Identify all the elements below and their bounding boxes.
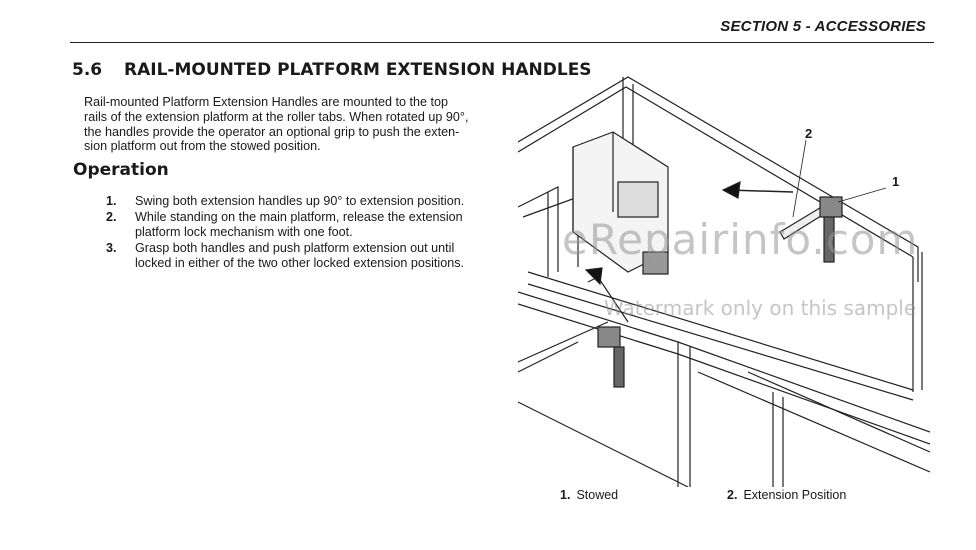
intro-line: the handles provide the operator an opti… xyxy=(84,124,460,139)
section-header: SECTION 5 - ACCESSORIES xyxy=(720,18,926,35)
section-number: 5.6 xyxy=(72,60,103,80)
step-number: 3. xyxy=(106,240,117,255)
watermark-site: eRepairinfo.com xyxy=(562,215,919,264)
intro-line: sion platform out from the stowed positi… xyxy=(84,139,321,154)
caption-number: 1. xyxy=(560,488,571,502)
callout-1: 1 xyxy=(892,174,900,189)
section-title-text: RAIL-MOUNTED PLATFORM EXTENSION HANDLES xyxy=(124,60,592,80)
step-line: locked in either of the two other locked… xyxy=(135,256,465,270)
step-text: While standing on the main platform, rel… xyxy=(135,210,463,241)
step-item: 2. While standing on the main platform, … xyxy=(106,210,506,241)
operation-steps: 1. Swing both extension handles up 90° t… xyxy=(106,194,506,272)
step-line: platform lock mechanism with one foot. xyxy=(135,225,353,239)
operation-heading: Operation xyxy=(73,160,169,180)
caption-number: 2. xyxy=(727,488,738,502)
step-line: Swing both extension handles up 90° to e… xyxy=(135,194,465,208)
caption-label: Extension Position xyxy=(743,488,847,502)
platform-extension-illustration xyxy=(518,76,930,487)
intro-line: Rail-mounted Platform Extension Handles … xyxy=(84,95,449,109)
section-title: 5.6 RAIL-MOUNTED PLATFORM EXTENSION HANDL… xyxy=(72,60,592,80)
step-item: 1. Swing both extension handles up 90° t… xyxy=(106,194,506,210)
step-line: Grasp both handles and push platform ext… xyxy=(135,240,455,255)
step-text: Swing both extension handles up 90° to e… xyxy=(135,194,464,210)
step-line: While standing on the main platform, rel… xyxy=(135,209,463,224)
figure-caption-stowed: 1. Stowed xyxy=(560,488,618,502)
watermark-note: Watermark only on this sample xyxy=(604,296,917,320)
step-text: Grasp both handles and push platform ext… xyxy=(135,241,464,272)
figure-caption-extension: 2. Extension Position xyxy=(727,488,846,502)
intro-paragraph: Rail-mounted Platform Extension Handles … xyxy=(84,95,496,154)
callout-2: 2 xyxy=(805,126,813,141)
caption-label: Stowed xyxy=(576,488,619,502)
header-rule xyxy=(70,42,934,43)
step-number: 2. xyxy=(106,209,117,224)
step-item: 3. Grasp both handles and push platform … xyxy=(106,241,506,272)
intro-line: rails of the extension platform at the r… xyxy=(84,109,469,124)
step-number: 1. xyxy=(106,194,117,208)
